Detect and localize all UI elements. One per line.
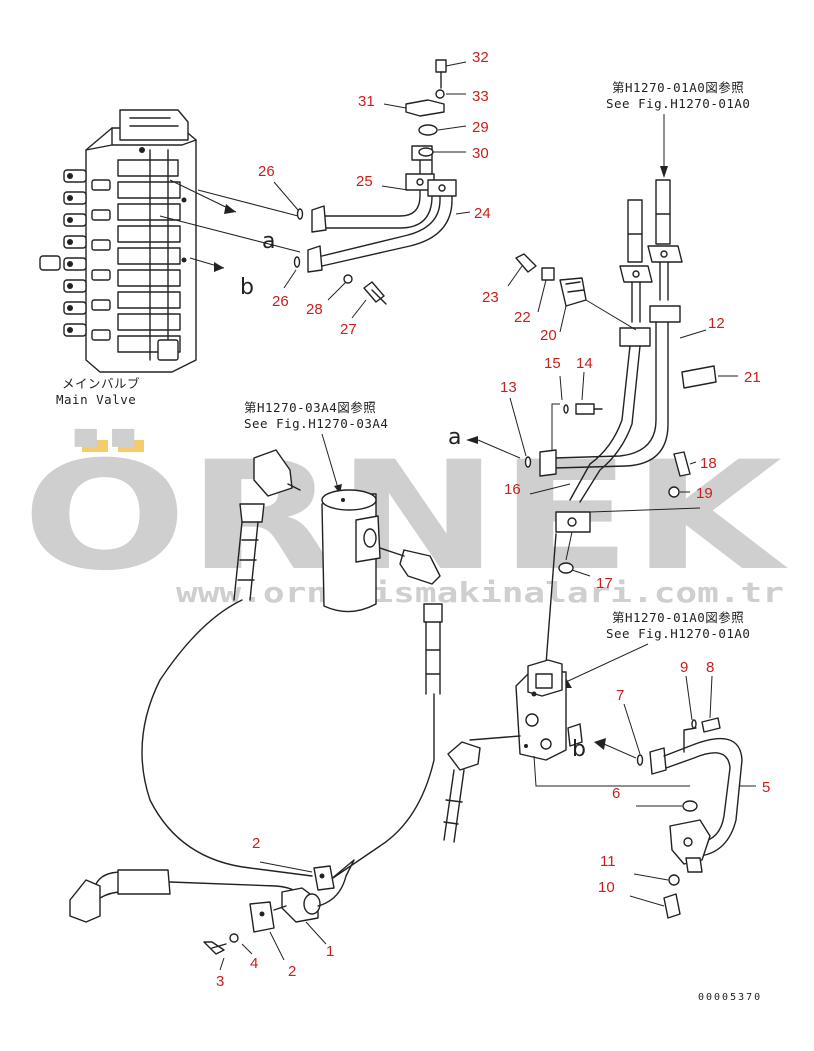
ref-top-en: See Fig.H1270-01A0: [606, 96, 750, 111]
callout-8: 8: [706, 659, 714, 676]
callout-9: 9: [680, 659, 688, 676]
callout-12: 12: [708, 315, 725, 332]
ref-top-jp: 第H1270-01A0図参照: [612, 80, 744, 95]
valve-spool-caps: [39, 147, 187, 361]
callout-7: 7: [616, 687, 624, 704]
clamp-2: [203, 865, 335, 955]
o-ring-6: [682, 800, 698, 812]
callout-25: 25: [356, 173, 373, 190]
hydraulic-pipes-right: [539, 179, 683, 533]
callout-15: 15: [544, 355, 561, 372]
watermark-accent: [82, 440, 108, 452]
solenoid-valve: [515, 659, 583, 761]
callout-2-upper: 2: [252, 835, 260, 852]
drawing-code: 00005370: [698, 992, 762, 1003]
callout-26-upper: 26: [258, 163, 275, 180]
callout-24: 24: [474, 205, 491, 222]
callout-18: 18: [700, 455, 717, 472]
callout-1: 1: [326, 943, 334, 960]
watermark: ÖRNEK www.ornekismakinalari.com.tr: [22, 428, 788, 609]
main-valve: [39, 109, 197, 373]
callout-22: 22: [514, 309, 531, 326]
letter-b-lower: b: [572, 737, 586, 762]
watermark-brand: ÖRNEK: [22, 428, 788, 604]
callout-33: 33: [472, 88, 489, 105]
watermark-url: www.ornekismakinalari.com.tr: [176, 576, 784, 609]
washer-11: [668, 874, 680, 886]
callout-2-lower: 2: [288, 963, 296, 980]
letter-b-upper: b: [240, 275, 254, 300]
callout-10: 10: [598, 879, 615, 896]
callout-17: 17: [596, 575, 613, 592]
letter-a-upper: a: [262, 229, 275, 254]
bolt-14-15: [551, 403, 603, 450]
callout-11: 11: [600, 853, 616, 870]
callout-4: 4: [250, 955, 258, 972]
line-filter: [253, 449, 441, 613]
ref-low-jp: 第H1270-01A0図参照: [612, 610, 744, 625]
callout-19: 19: [696, 485, 713, 502]
callout-14: 14: [576, 355, 593, 372]
callout-16: 16: [504, 481, 521, 498]
callout-29: 29: [472, 119, 489, 136]
o-ring-17: [558, 562, 574, 574]
callout-6: 6: [612, 785, 620, 802]
port-leader-b: [159, 215, 301, 253]
arrow-a: [224, 204, 236, 214]
callout-27: 27: [340, 321, 357, 338]
callout-5: 5: [762, 779, 770, 796]
main-valve-label-en: Main Valve: [56, 392, 136, 407]
callout-30: 30: [472, 145, 489, 162]
callout-26-lower: 26: [272, 293, 289, 310]
pipe-5: [649, 737, 743, 873]
o-ring-13: [524, 456, 532, 468]
clamp-20-22: [515, 253, 587, 307]
port-leader-top: [197, 189, 299, 217]
hose-left: [141, 503, 313, 877]
bolt-18-19: [668, 451, 691, 498]
upper-pipe-assembly: [307, 59, 457, 273]
hose-bottom: [69, 859, 355, 923]
ref-low-en: See Fig.H1270-01A0: [606, 626, 750, 641]
watermark-accent: [118, 440, 144, 452]
callout-20: 20: [540, 327, 557, 344]
bolt-27-28: [343, 274, 387, 305]
callout-21: 21: [744, 369, 761, 386]
ref-mid-jp: 第H1270-03A4図参照: [244, 400, 376, 415]
port-leader-a: [169, 179, 237, 213]
o-ring-7: [636, 754, 644, 766]
bolt-10: [663, 893, 681, 919]
plate-21: [681, 365, 717, 389]
callout-32: 32: [472, 49, 489, 66]
letter-a-lower: a: [448, 425, 461, 450]
hose-right: [329, 603, 443, 881]
callout-3: 3: [216, 973, 224, 990]
ref-mid-en: See Fig.H1270-03A4: [244, 416, 388, 431]
main-valve-label-jp: メインバルブ: [62, 376, 140, 391]
o-ring-26b: [293, 256, 301, 268]
callout-31: 31: [358, 93, 375, 110]
flange-lower: [447, 741, 481, 771]
o-ring-26a: [296, 208, 304, 220]
callout-28: 28: [306, 301, 323, 318]
callout-13: 13: [500, 379, 517, 396]
callout-23: 23: [482, 289, 499, 306]
bolt-8-9: [683, 717, 721, 753]
